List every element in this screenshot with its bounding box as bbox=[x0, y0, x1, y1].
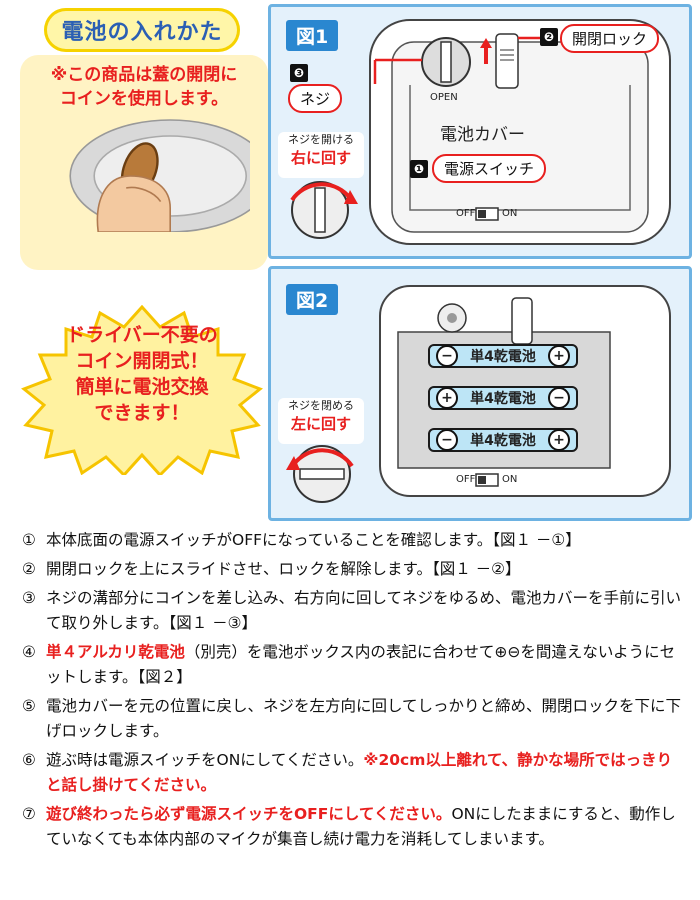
starburst-text: ドライバー不要の コイン開閉式！ 簡単に電池交換 できます！ bbox=[66, 324, 218, 424]
instruction-5-text: 電池カバーを元の位置に戻し、ネジを左方向に回してしっかりと締め、開閉ロックを下に… bbox=[46, 697, 682, 740]
battery-3-label: 単4乾電池 bbox=[470, 433, 536, 449]
instruction-6-body: 遊ぶ時は電源スイッチをONにしてください。※20cm以上離れて、静かな場所ではっ… bbox=[46, 748, 687, 798]
battery-3: − 単4乾電池 + bbox=[428, 428, 578, 452]
minus-icon: − bbox=[548, 387, 570, 409]
battery-2-label: 単4乾電池 bbox=[470, 391, 536, 407]
instruction-1-text: 本体底面の電源スイッチがOFFになっていることを確認します。【図１ －①】 bbox=[46, 531, 581, 549]
coin-note-text: ※この商品は蓋の開閉に コインを使用します。 bbox=[50, 65, 238, 109]
instruction-2-text: 開閉ロックを上にスライドさせ、ロックを解除します。【図１ －②】 bbox=[46, 560, 521, 578]
instruction-6-highlight: ※20cm以上離れて、静かな場所ではっきりと話し掛けてください。 bbox=[46, 751, 673, 794]
callout-3-number: ❸ bbox=[290, 64, 308, 82]
minus-icon: − bbox=[436, 429, 458, 451]
instruction-2-number: ② bbox=[22, 560, 36, 578]
callout-power-switch: 電源スイッチ bbox=[432, 154, 547, 183]
instruction-4-number: ④ bbox=[22, 643, 36, 661]
battery-1: − 単4乾電池 + bbox=[428, 344, 578, 368]
section-title: 電池の入れかた bbox=[44, 8, 240, 52]
battery-cover-label: 電池カバー bbox=[440, 125, 525, 145]
loosen-direction: 右に回す bbox=[290, 149, 351, 167]
instruction-3-number: ③ bbox=[22, 589, 36, 607]
coin-insert-illustration bbox=[69, 119, 250, 232]
instruction-5-number: ⑤ bbox=[22, 697, 36, 715]
instruction-1: ① 本体底面の電源スイッチがOFFになっていることを確認します。【図１ －①】 bbox=[22, 528, 687, 553]
tighten-note: ネジを閉める 左に回す bbox=[278, 398, 364, 444]
instruction-3-text: ネジの溝部分にコインを差し込み、右方向に回してネジをゆるめ、電池カバーを手前に引… bbox=[46, 589, 682, 632]
figure-1-label: 図1 bbox=[286, 20, 339, 51]
instruction-5: ⑤ 電池カバーを元の位置に戻し、ネジを左方向に回してしっかりと締め、開閉ロックを… bbox=[22, 694, 687, 744]
instruction-7-text: ONにしたままにすると、動作していなくても本体内部のマイクが集音し続け電力を消耗… bbox=[46, 805, 676, 848]
fig2-switch-off: OFF bbox=[456, 474, 476, 485]
instruction-list: ① 本体底面の電源スイッチがOFFになっていることを確認します。【図１ －①】 … bbox=[22, 528, 687, 852]
callout-2-number: ❷ bbox=[540, 28, 558, 46]
loosen-caption: ネジを開ける bbox=[288, 133, 354, 146]
instruction-7-highlight: 遊び終わったら必ず電源スイッチをOFFにしてください。 bbox=[46, 805, 452, 823]
instruction-4-text: （別売）を電池ボックス内の表記に合わせて⊕⊖を間違えないようにセットします。【図… bbox=[46, 643, 676, 686]
instruction-6-number: ⑥ bbox=[22, 751, 36, 769]
fig2-switch-on: ON bbox=[502, 474, 518, 485]
minus-icon: − bbox=[436, 345, 458, 367]
battery-1-label: 単4乾電池 bbox=[470, 349, 536, 365]
instruction-7-number: ⑦ bbox=[22, 805, 36, 823]
plus-icon: + bbox=[436, 387, 458, 409]
starburst-badge bbox=[21, 305, 263, 475]
instruction-7-body: 遊び終わったら必ず電源スイッチをOFFにしてください。ONにしたままにすると、動… bbox=[46, 802, 687, 852]
battery-2: + 単4乾電池 − bbox=[428, 386, 578, 410]
instruction-6: ⑥ 遊ぶ時は電源スイッチをONにしてください。※20cm以上離れて、静かな場所で… bbox=[22, 748, 687, 798]
tighten-direction: 左に回す bbox=[290, 415, 351, 433]
callout-screw: ネジ bbox=[288, 84, 343, 113]
instruction-4-body: 単４アルカリ乾電池（別売）を電池ボックス内の表記に合わせて⊕⊖を間違えないように… bbox=[46, 640, 687, 690]
figure-drawings bbox=[286, 19, 671, 503]
instruction-7: ⑦ 遊び終わったら必ず電源スイッチをOFFにしてください。ONにしたままにすると… bbox=[22, 802, 687, 852]
tighten-caption: ネジを閉める bbox=[288, 399, 354, 412]
instruction-3: ③ ネジの溝部分にコインを差し込み、右方向に回してネジをゆるめ、電池カバーを手前… bbox=[22, 586, 687, 636]
fig1-switch-on: ON bbox=[502, 208, 518, 219]
plus-icon: + bbox=[548, 429, 570, 451]
loosen-note: ネジを開ける 右に回す bbox=[278, 132, 364, 178]
callout-open-close-lock: 開閉ロック bbox=[560, 24, 660, 53]
fig1-switch-off: OFF bbox=[456, 208, 476, 219]
instruction-4-highlight: 単４アルカリ乾電池 bbox=[46, 643, 185, 661]
instruction-2: ② 開閉ロックを上にスライドさせ、ロックを解除します。【図１ －②】 bbox=[22, 557, 687, 582]
plus-icon: + bbox=[548, 345, 570, 367]
callout-1-number: ❶ bbox=[410, 160, 428, 178]
open-marking: OPEN bbox=[430, 92, 458, 103]
instruction-4: ④ 単４アルカリ乾電池（別売）を電池ボックス内の表記に合わせて⊕⊖を間違えないよ… bbox=[22, 640, 687, 690]
instruction-6-text: 遊ぶ時は電源スイッチをONにしてください。 bbox=[46, 751, 364, 769]
figure-2-label: 図2 bbox=[286, 284, 339, 315]
instruction-1-number: ① bbox=[22, 531, 36, 549]
